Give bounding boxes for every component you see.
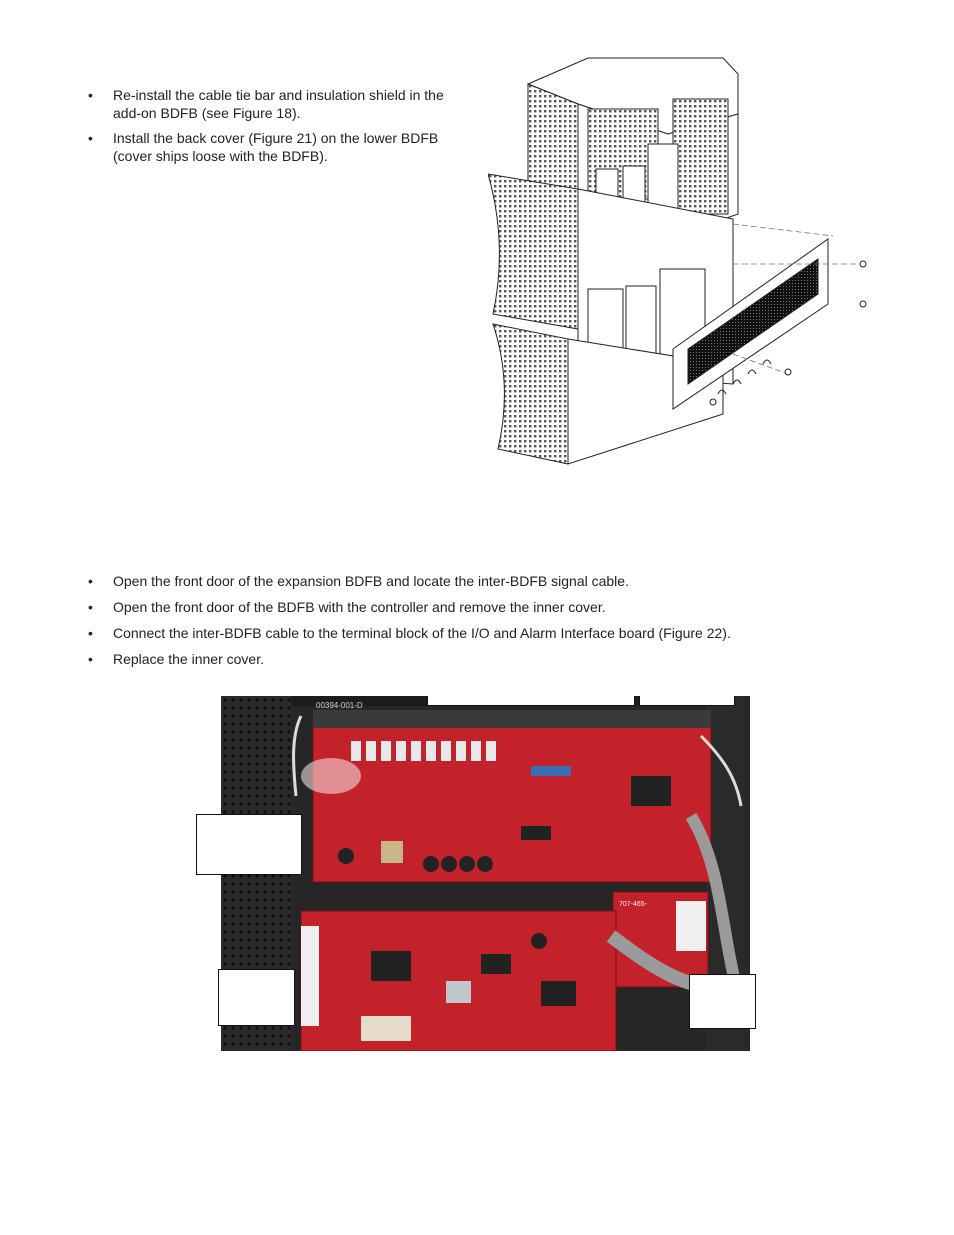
callout-box (639, 696, 735, 706)
instruction-list-bottom: Open the front door of the expansion BDF… (86, 572, 886, 676)
board-marking: 00394-001-D (316, 701, 363, 710)
callout-box (689, 974, 756, 1029)
callout-box (218, 969, 295, 1026)
instruction-item: Connect the inter-BDFB cable to the term… (86, 624, 886, 642)
instruction-item: Re-install the cable tie bar and insulat… (86, 86, 466, 122)
instruction-item: Replace the inner cover. (86, 650, 886, 668)
small-board-marking: 707-465- (619, 901, 648, 908)
instruction-item: Open the front door of the BDFB with the… (86, 598, 886, 616)
instruction-item: Open the front door of the expansion BDF… (86, 572, 886, 590)
callout-box (196, 814, 302, 875)
instruction-item: Install the back cover (Figure 21) on th… (86, 129, 466, 165)
bdfb-back-cover-illustration (488, 57, 867, 465)
instruction-list-top: Re-install the cable tie bar and insulat… (86, 86, 466, 172)
callout-box (427, 696, 635, 706)
